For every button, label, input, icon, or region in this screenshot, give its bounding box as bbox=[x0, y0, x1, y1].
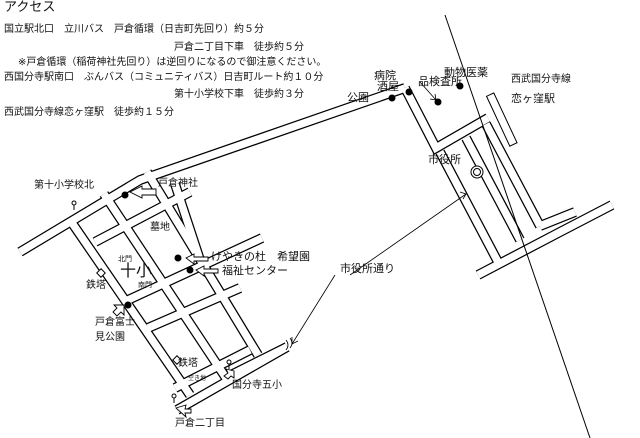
label-city-hall: 市役所 bbox=[428, 153, 461, 166]
label-vacant-lot: 空き地 bbox=[188, 375, 207, 382]
access-line: 戸倉二丁目下車 徒歩約５分 bbox=[174, 42, 304, 53]
label-seibu-line: 西武国分寺線 bbox=[511, 74, 571, 85]
label-south-gate: 南門 bbox=[138, 281, 152, 289]
label-school: 十小 bbox=[120, 261, 153, 280]
pylon-icons bbox=[96, 268, 182, 365]
label-north-gate: 北門 bbox=[118, 255, 132, 263]
access-line: 国立駅北口 立川バス 戸倉循環（日吉町先回り）約５分 bbox=[4, 24, 264, 35]
access-line: 西国分寺駅南口 ぶんバス（コミュニティバス）日吉町ルート約１０分 bbox=[4, 72, 324, 83]
label-koigakubo: 恋ヶ窪駅 bbox=[511, 92, 555, 105]
label-city-hall-street: 市役所通り bbox=[340, 262, 395, 275]
koigakubo-platform bbox=[485, 92, 518, 147]
access-heading: アクセス bbox=[4, 0, 56, 15]
pointer-arrows bbox=[112, 185, 235, 419]
railway-line bbox=[444, 14, 591, 438]
label-welfare: 福祉センター bbox=[222, 264, 288, 277]
label-pylon: 鉄塔 bbox=[178, 358, 198, 369]
roads bbox=[17, 83, 615, 415]
label-cemetery: 墓地 bbox=[150, 222, 170, 233]
label-animal-lab: 品検査所 bbox=[418, 75, 462, 88]
access-note: ※戸倉循環（稲荷神社先回り）は逆回りになるので御注意ください。 bbox=[18, 57, 327, 68]
label-tokura2-stop: 戸倉二丁目 bbox=[175, 418, 225, 429]
label-tokura-shrine: 戸倉神社 bbox=[158, 178, 198, 189]
label-school5-stop: 国分寺五小 bbox=[232, 380, 282, 391]
label-animal-lab: 動物医薬 bbox=[444, 66, 488, 79]
street-arrow bbox=[285, 81, 467, 351]
access-line: 第十小学校下車 徒歩約３分 bbox=[174, 89, 304, 100]
bus-stop-icons bbox=[71, 200, 232, 403]
label-fuji-park: 戸倉富士 bbox=[95, 317, 135, 328]
label-park: 公園 bbox=[347, 91, 369, 104]
city-hall-icon bbox=[470, 165, 484, 179]
label-keyaki: けやきの杜 希望園 bbox=[211, 250, 310, 263]
access-line: 西武国分寺線恋ヶ窪駅 徒歩約１５分 bbox=[4, 107, 174, 118]
label-pylon: 鉄塔 bbox=[86, 280, 106, 291]
label-liquor: 酒屋 bbox=[377, 80, 399, 93]
location-dots bbox=[121, 82, 464, 309]
label-school-north-stop: 第十小学校北 bbox=[34, 180, 94, 191]
label-hospital: 病院 bbox=[374, 69, 396, 82]
label-fuji-park: 見公園 bbox=[95, 332, 125, 343]
